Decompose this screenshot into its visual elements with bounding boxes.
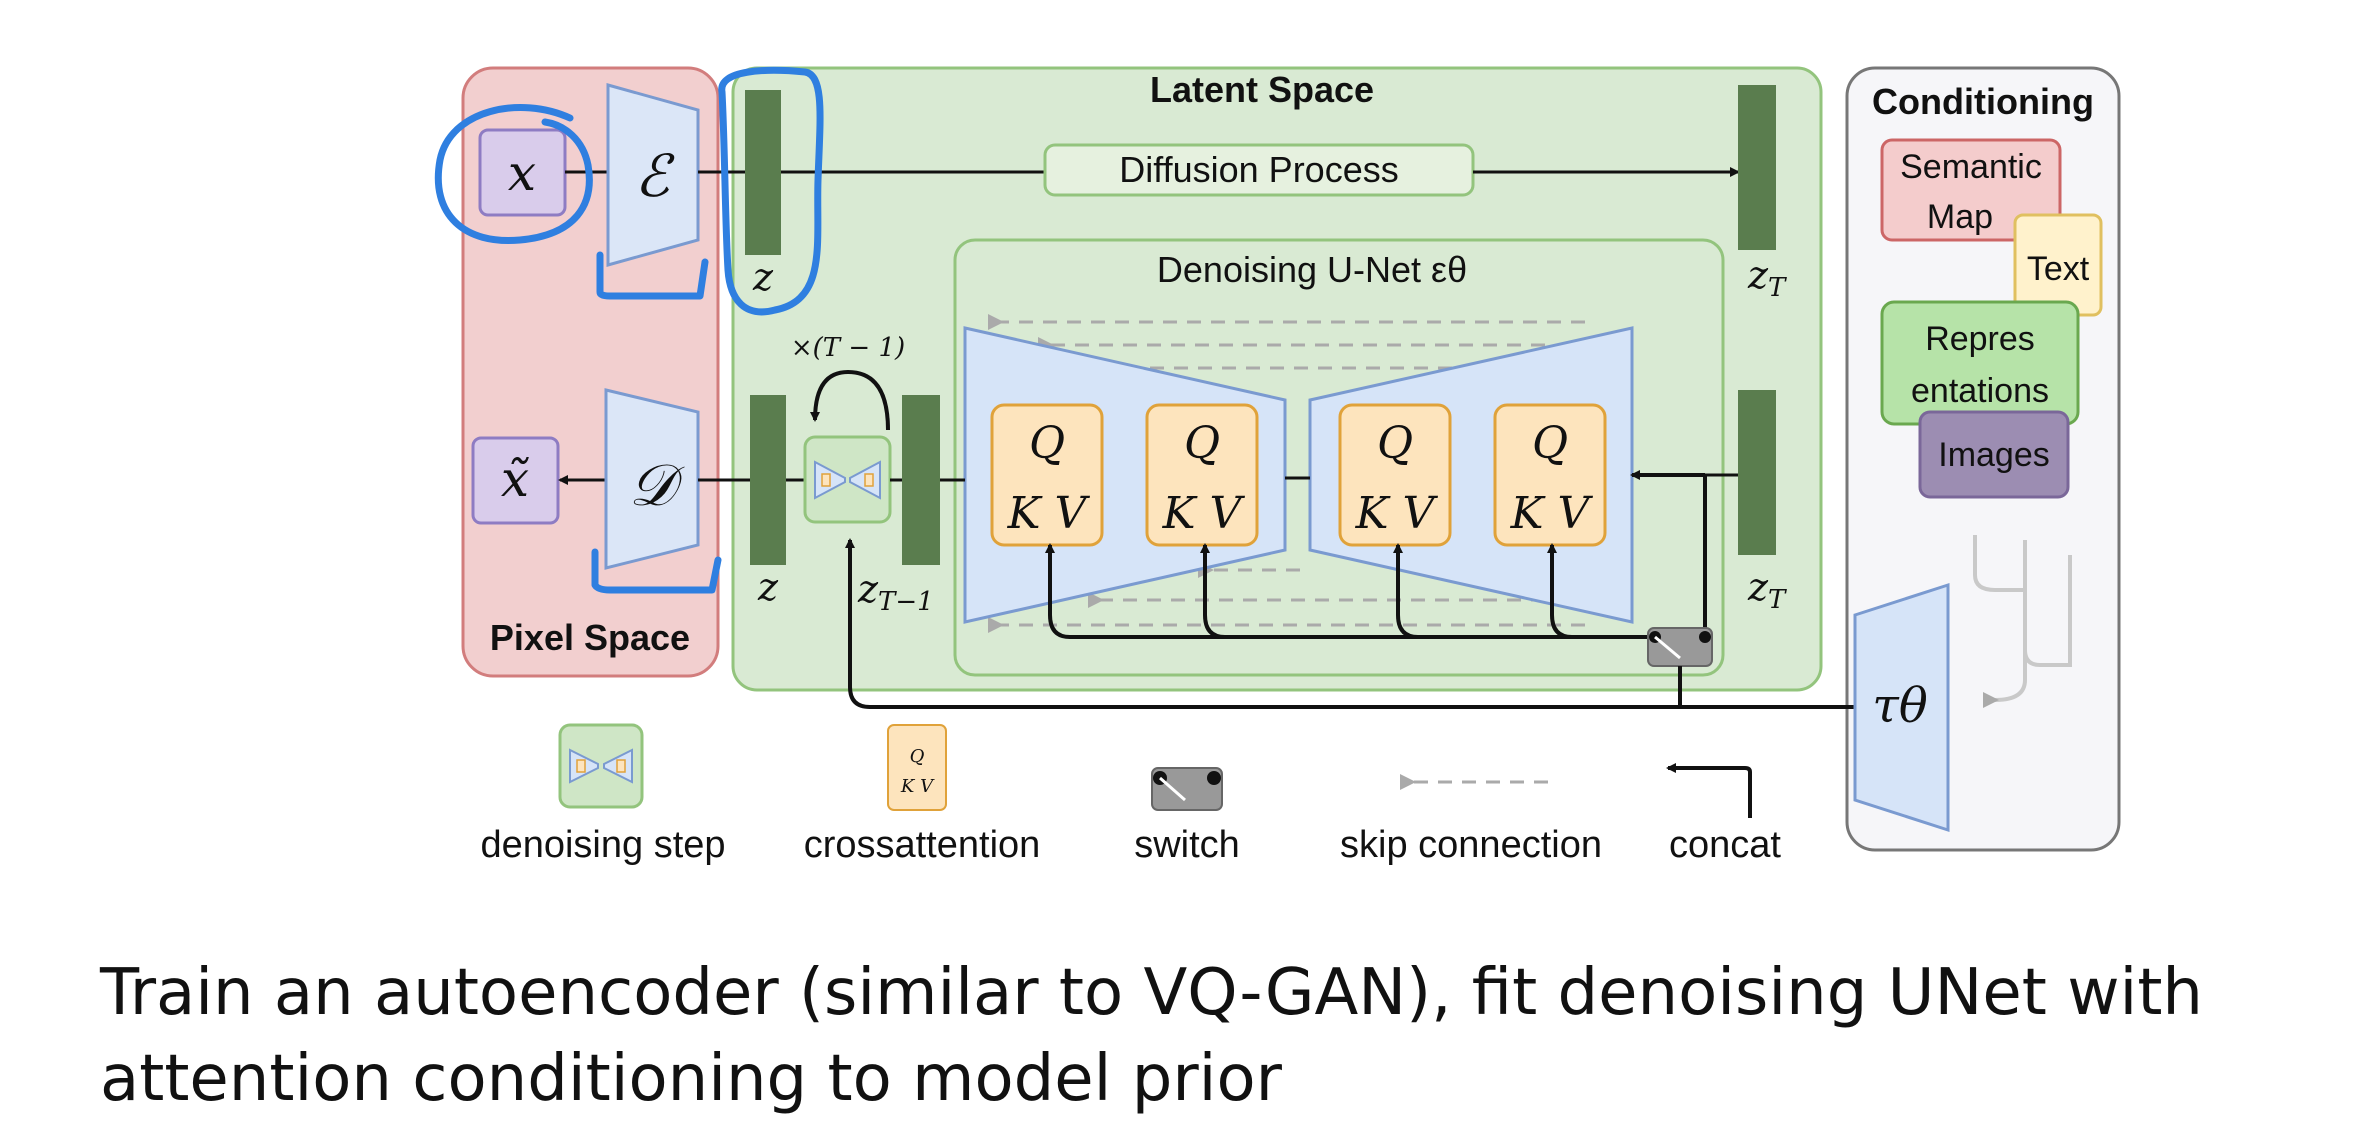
kv-label-3: K V	[1355, 488, 1439, 539]
annotation-circle-z	[718, 66, 824, 316]
diffusion-process-label: Diffusion Process	[1119, 149, 1398, 190]
skip-connections	[988, 314, 1585, 633]
svg-text:concat: concat	[1669, 824, 1781, 866]
svg-text:Images: Images	[1938, 436, 2050, 474]
svg-text:denoising step: denoising step	[480, 824, 725, 866]
caption-line-1: Train an autoencoder (similar to VQ-GAN)…	[100, 956, 2203, 1030]
cross-attention-block-1: Q K V	[990, 403, 1104, 547]
latent-zT-bar-bottom	[1738, 390, 1776, 555]
cond-images: Images	[1918, 410, 2070, 499]
legend-denoising-step: denoising step	[480, 723, 726, 866]
repeat-loop-arrow	[810, 369, 890, 431]
annotation-circle-x	[434, 104, 593, 245]
cond-branch-lines	[1973, 535, 2072, 709]
svg-text:Map: Map	[1927, 198, 1993, 236]
annotation-underline-decoder	[591, 548, 722, 594]
kv-label-2: K V	[1162, 488, 1246, 539]
legend-switch: switch	[1134, 767, 1240, 866]
cross-attention-block-3: Q K V	[1338, 403, 1452, 547]
latent-z-bar-bottom	[750, 395, 786, 565]
z-label-bottom: z	[757, 565, 779, 609]
legend-skip-connection: skip connection	[1340, 774, 1602, 866]
svg-text:Q: Q	[910, 746, 925, 767]
latent-zT1-bar	[902, 395, 940, 565]
cond-semantic-map: Semantic Map	[1880, 138, 2062, 242]
zT-label-bottom: zT	[1747, 565, 1787, 615]
latent-diffusion-diagram: Pixel Space Latent Space Conditioning x …	[434, 66, 2121, 866]
cond-representations: Repres entations	[1880, 300, 2080, 426]
tau-label: τθ	[1872, 678, 1928, 734]
caption-line-2: attention conditioning to model prior	[100, 1042, 1282, 1116]
svg-text:K V: K V	[900, 776, 935, 797]
svg-text:Semantic: Semantic	[1900, 148, 2042, 186]
encoder-label: ℰ	[634, 142, 675, 210]
q-label-2: Q	[1184, 418, 1220, 469]
latent-z-bar	[745, 90, 781, 255]
tau-to-denoise-arrow	[845, 538, 1855, 709]
input-x-label: x	[508, 144, 536, 202]
unet-title: Denoising U-Net εθ	[1157, 249, 1467, 290]
zT1-label: zT−1	[857, 567, 934, 617]
cond-text: Text	[2013, 213, 2103, 317]
switch-symbol	[1647, 627, 1713, 667]
output-x-label: x̃	[501, 450, 529, 508]
annotation-marks	[434, 66, 824, 594]
svg-text:Repres: Repres	[1925, 320, 2035, 358]
annotation-underline-encoder	[596, 251, 709, 300]
repeat-label: ×(T − 1)	[791, 333, 905, 363]
diffusion-process-box	[1043, 143, 1475, 197]
legend-concat: concat	[1666, 763, 1781, 866]
cross-attention-block-4: Q K V	[1493, 403, 1607, 547]
q-label-3: Q	[1377, 418, 1413, 469]
svg-text:Text: Text	[2027, 250, 2090, 288]
q-label-4: Q	[1532, 418, 1568, 469]
svg-text:crossattention: crossattention	[804, 824, 1041, 866]
svg-text:entations: entations	[1911, 372, 2049, 410]
legend-crossattention: Q K V crossattention	[804, 724, 1041, 866]
kv-label-1: K V	[1007, 488, 1091, 539]
tau-encoder	[1853, 582, 1950, 833]
cross-attention-block-2: Q K V	[1145, 403, 1259, 547]
svg-text:switch: switch	[1134, 824, 1240, 866]
z-label-top: z	[752, 255, 774, 299]
conditioning-label: Conditioning	[1872, 81, 2094, 122]
denoising-step-box	[803, 435, 892, 524]
decoder-trapezoid	[604, 388, 700, 570]
svg-text:skip connection: skip connection	[1340, 824, 1602, 866]
slide-caption: Train an autoencoder (similar to VQ-GAN)…	[100, 950, 2300, 1122]
pixel-space-label: Pixel Space	[490, 617, 690, 658]
latent-zT-bar-top	[1738, 85, 1776, 250]
zT-label-top: zT	[1747, 253, 1787, 303]
conditioning-arrows	[1045, 470, 1707, 639]
latent-space-label: Latent Space	[1150, 69, 1374, 110]
encoder-trapezoid	[606, 83, 700, 267]
kv-label-4: K V	[1510, 488, 1594, 539]
q-label-1: Q	[1029, 418, 1065, 469]
